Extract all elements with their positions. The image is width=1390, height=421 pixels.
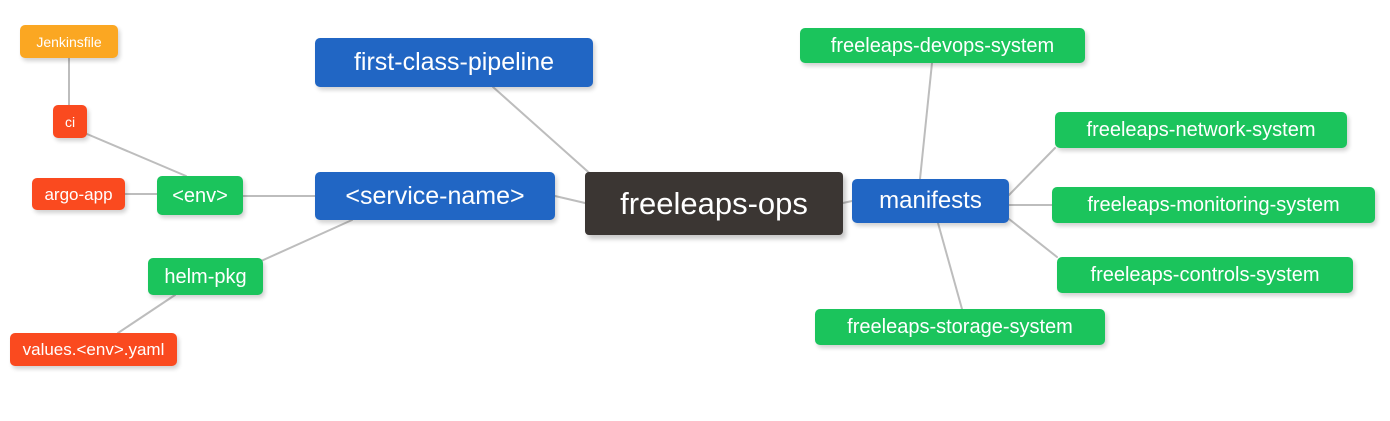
- mindmap-node-freeleaps-controls-system[interactable]: freeleaps-controls-system: [1057, 257, 1353, 293]
- mindmap-node-manifests[interactable]: manifests: [852, 179, 1009, 223]
- mindmap-node-helm-pkg[interactable]: helm-pkg: [148, 258, 263, 295]
- edge-manifests-to-freeleaps-storage-system: [937, 222, 963, 310]
- edge-env-to-ci: [86, 133, 187, 177]
- edge-freeleaps-ops-to-first-class-pipeline: [492, 86, 596, 179]
- edge-manifests-to-freeleaps-network-system: [1008, 147, 1056, 196]
- edge-freeleaps-ops-to-manifests: [842, 200, 853, 204]
- edge-freeleaps-ops-to-service-name: [554, 195, 586, 204]
- mindmap-node-service-name[interactable]: <service-name>: [315, 172, 555, 220]
- mindmap-node-freeleaps-monitoring-system[interactable]: freeleaps-monitoring-system: [1052, 187, 1375, 223]
- mindmap-node-first-class-pipeline[interactable]: first-class-pipeline: [315, 38, 593, 87]
- mindmap-node-env[interactable]: <env>: [157, 176, 243, 215]
- edge-service-name-to-helm-pkg: [249, 219, 353, 267]
- mindmap-node-jenkinsfile[interactable]: Jenkinsfile: [20, 25, 118, 58]
- edge-manifests-to-freeleaps-devops-system: [919, 62, 933, 180]
- edge-manifests-to-freeleaps-controls-system: [1008, 218, 1058, 258]
- mindmap-node-values-env-yaml[interactable]: values.<env>.yaml: [10, 333, 177, 366]
- mindmap-node-freeleaps-ops[interactable]: freeleaps-ops: [585, 172, 843, 235]
- mindmap-node-argo-app[interactable]: argo-app: [32, 178, 125, 210]
- mindmap-node-freeleaps-storage-system[interactable]: freeleaps-storage-system: [815, 309, 1105, 345]
- mindmap-node-ci[interactable]: ci: [53, 105, 87, 138]
- edge-helm-pkg-to-values-env-yaml: [117, 294, 176, 334]
- mindmap-node-freeleaps-devops-system[interactable]: freeleaps-devops-system: [800, 28, 1085, 63]
- mindmap-node-freeleaps-network-system[interactable]: freeleaps-network-system: [1055, 112, 1347, 148]
